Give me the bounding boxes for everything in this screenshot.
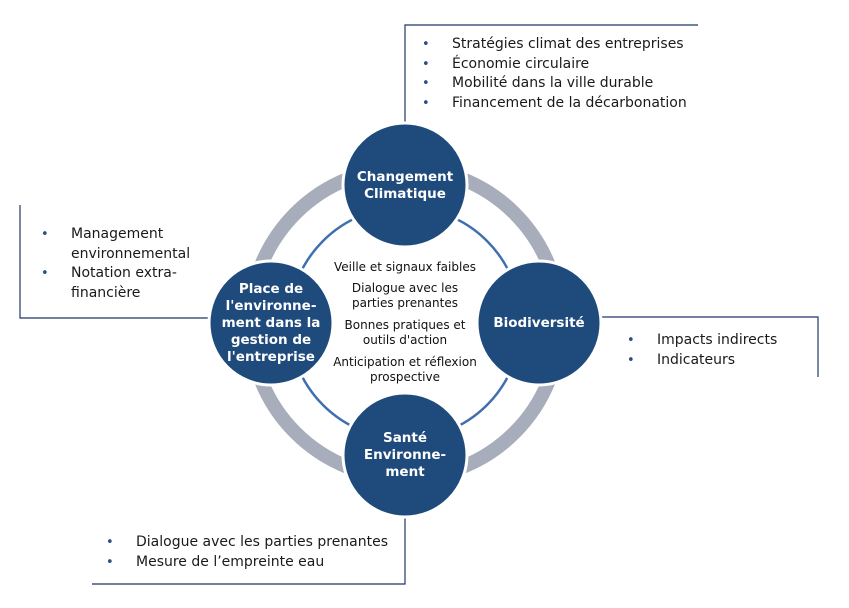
list-item: Mobilité dans la ville durable <box>422 74 712 94</box>
callout-list-top: Stratégies climat des entreprises Économ… <box>422 35 712 113</box>
callout-list-left: Management environnemental Notation extr… <box>41 225 201 303</box>
callout-frame-right <box>600 316 819 377</box>
node-label-top: Changement Climatique <box>356 169 454 202</box>
list-item: Dialogue avec les parties prenantes <box>106 533 406 553</box>
node-circle-left <box>207 259 335 387</box>
list-item: Mesure de l’empreinte eau <box>106 553 406 573</box>
node-circle-top <box>341 121 469 249</box>
list-item: Management environnemental <box>41 225 201 264</box>
center-item-anticipation: Anticipation et réflexion prospective <box>333 355 477 384</box>
list-item: Financement de la décarbonation <box>422 94 712 114</box>
center-item-bonnes-pratiques: Bonnes pratiques et outils d'action <box>344 318 466 347</box>
center-item-veille: Veille et signaux faibles <box>334 260 476 274</box>
list-item: Économie circulaire <box>422 55 712 75</box>
list-item: Notation extra-financière <box>41 264 201 303</box>
list-item: Impacts indirects <box>627 331 817 351</box>
callout-list-right: Impacts indirects Indicateurs <box>627 331 817 370</box>
node-circle-bottom <box>341 391 469 519</box>
node-label-right: Biodiversité <box>493 314 585 331</box>
list-item: Stratégies climat des entreprises <box>422 35 712 55</box>
callout-list-bottom: Dialogue avec les parties prenantes Mesu… <box>106 533 406 572</box>
callout-frame-top <box>404 24 698 122</box>
center-item-dialogue: Dialogue avec les parties prenantes <box>351 281 459 310</box>
node-label-left: Place de l'environne-ment dans la gestio… <box>221 280 321 365</box>
node-circle-right <box>475 259 603 387</box>
callout-frame-left <box>19 205 208 319</box>
list-item: Indicateurs <box>627 351 817 371</box>
node-label-bottom: Santé Environne-ment <box>363 429 447 480</box>
